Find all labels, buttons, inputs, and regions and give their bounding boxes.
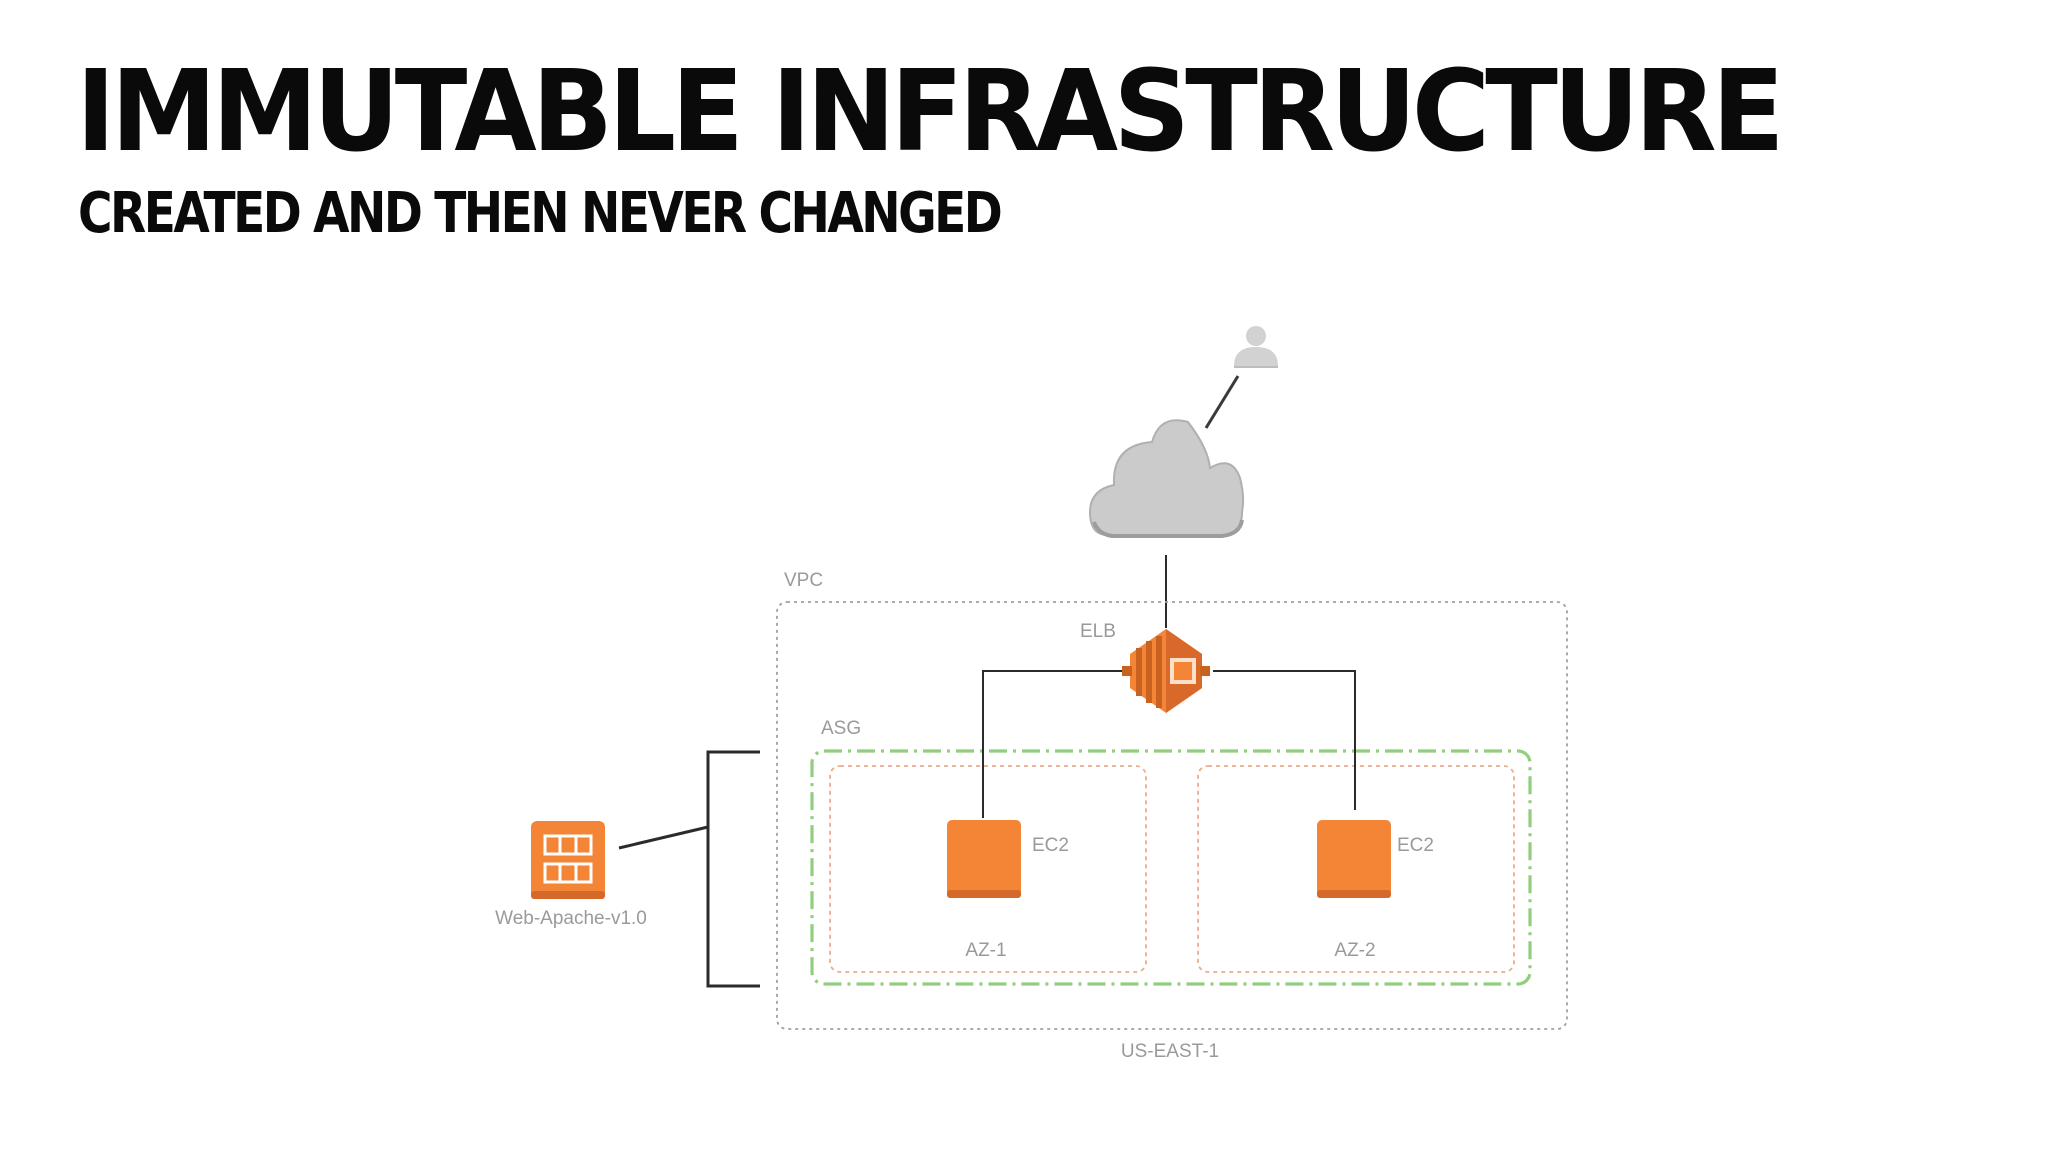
ami-bracket xyxy=(706,750,760,988)
asg-label: ASG xyxy=(821,718,861,739)
vpc-label: VPC xyxy=(784,570,823,591)
elb-to-ec2-1-connector xyxy=(982,670,1122,818)
az-2-label: AZ-2 xyxy=(1334,940,1375,961)
elb-icon xyxy=(1122,629,1210,713)
user-to-cloud-connector xyxy=(1204,375,1240,429)
ami-to-bracket-connector xyxy=(618,825,709,850)
ec2-1-label: EC2 xyxy=(1032,835,1069,856)
ec2-instance-icon xyxy=(947,820,1021,898)
slide-subtitle: CREATED AND THEN NEVER CHANGED xyxy=(78,181,1003,246)
ec2-instance-shadow xyxy=(1317,890,1391,898)
ec2-instance-icon xyxy=(1317,820,1391,898)
internet-cloud-icon xyxy=(1088,419,1245,538)
az-1-boundary xyxy=(829,765,1147,973)
user-icon xyxy=(1234,326,1278,368)
ec2-2-label: EC2 xyxy=(1397,835,1434,856)
elb-to-ec2-2-connector xyxy=(1213,670,1356,810)
vpc-boundary xyxy=(776,601,1568,1030)
az-1-label: AZ-1 xyxy=(965,940,1006,961)
slide-title: IMMUTABLE INFRASTRUCTURE xyxy=(76,47,1785,177)
ami-label: Web-Apache-v1.0 xyxy=(495,908,647,929)
ami-icon xyxy=(531,821,605,899)
region-label: US-EAST-1 xyxy=(1121,1041,1219,1062)
ec2-instance-shadow xyxy=(947,890,1021,898)
asg-boundary xyxy=(810,749,1532,986)
elb-label: ELB xyxy=(1080,621,1116,642)
